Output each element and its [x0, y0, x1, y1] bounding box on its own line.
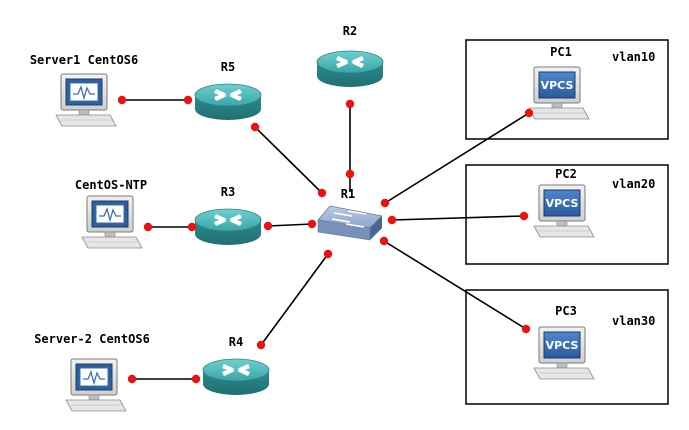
pc3-vpcs-icon[interactable] [533, 326, 595, 380]
link-r1-pc1 [384, 112, 530, 204]
r1-switch-icon[interactable] [317, 205, 383, 241]
pc2-screen-text: VPCS [546, 197, 579, 210]
vlan30-box [465, 289, 669, 405]
pc1-screen-text: VPCS [541, 79, 574, 92]
server1-icon[interactable] [55, 73, 117, 127]
pc1-vpcs-icon[interactable] [528, 66, 590, 120]
r1-label: R1 [341, 187, 355, 201]
r4-label: R4 [229, 335, 243, 349]
link-r5-r1 [254, 126, 323, 194]
r5-label: R5 [221, 60, 235, 74]
r3-label: R3 [221, 185, 235, 199]
r2-label: R2 [343, 24, 357, 38]
link-r1-pc3 [383, 240, 527, 330]
r4-router-icon[interactable] [202, 358, 270, 396]
server1-label: Server1 CentOS6 [30, 53, 138, 67]
r3-router-icon[interactable] [194, 208, 262, 246]
pc3-screen-text: VPCS [546, 339, 579, 352]
link-r3-r1 [267, 223, 313, 227]
r2-router-icon[interactable] [316, 50, 384, 88]
pc1-label: PC1 [550, 45, 572, 59]
port-dots [117, 95, 534, 384]
vlan20-box [465, 164, 669, 265]
server2-icon[interactable] [65, 358, 127, 412]
links [122, 99, 530, 380]
link-r4-r1 [260, 253, 329, 346]
vlan20-label: vlan20 [612, 177, 655, 191]
link-r1-pc2 [391, 215, 525, 221]
centos-ntp-icon[interactable] [81, 195, 143, 249]
pc2-vpcs-icon[interactable] [533, 184, 595, 238]
centos-ntp-label: CentOS-NTP [75, 178, 147, 192]
vlan30-label: vlan30 [612, 314, 655, 328]
r5-router-icon[interactable] [194, 83, 262, 121]
server2-label: Server-2 CentOS6 [34, 332, 150, 346]
pc2-label: PC2 [555, 167, 577, 181]
pc3-label: PC3 [555, 304, 577, 318]
vlan10-box [465, 39, 669, 140]
vlan10-label: vlan10 [612, 50, 655, 64]
